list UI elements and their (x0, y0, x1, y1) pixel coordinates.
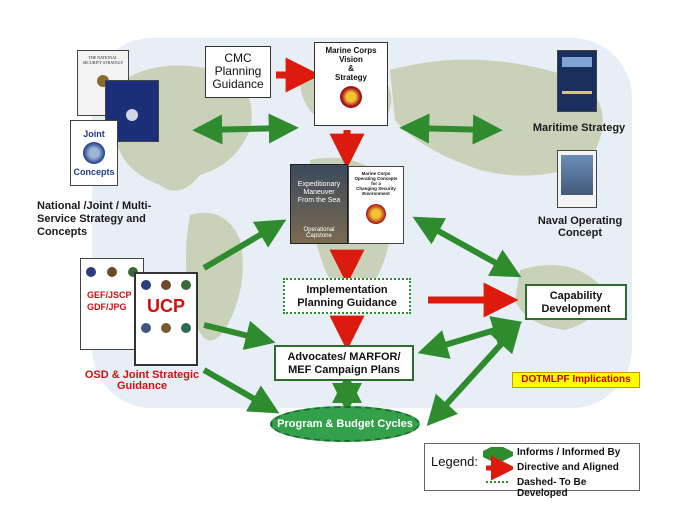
maritime-strategy-label: Maritime Strategy (532, 122, 626, 134)
military-strategy-seal-icon (126, 109, 138, 121)
gef-seals-row (81, 267, 143, 277)
expeditionary-title: Expeditionary Maneuver From the Sea (297, 181, 341, 204)
ucp-title: UCP (146, 296, 185, 316)
capability-development-box: Capability Development (525, 284, 627, 320)
seal-icon (127, 267, 138, 277)
gef-text: GEF/JSCP GDF/JPG (87, 290, 132, 312)
vision-strategy-box: Marine Corps Vision & Strategy (314, 42, 388, 126)
naval-photos (561, 155, 593, 195)
seal-icon (86, 267, 97, 277)
implementation-planning-box: Implementation Planning Guidance (283, 278, 411, 314)
maritime-strategy-title-bar (562, 91, 592, 94)
operational-capstone-text: Operational Capstone (303, 227, 335, 239)
arrow-joint-vision (192, 113, 299, 145)
joint-seal-icon (83, 142, 105, 164)
maritime-strategy-seals (562, 57, 592, 67)
legend-informs-text: Informs / Informed By (517, 447, 621, 458)
expeditionary-maneuver-document: Expeditionary Maneuver From the Sea Oper… (290, 164, 348, 244)
joint-concepts-line1: Joint (83, 129, 105, 139)
seal-icon (161, 323, 171, 333)
mcoc-document: Marine Corps Operating Concepts for a Ch… (348, 166, 404, 244)
seal-icon (141, 323, 151, 333)
arrow-osd-to-program (202, 367, 280, 414)
legend-symbols (483, 447, 513, 483)
legend: Legend: Informs / Informed By Directive … (424, 443, 640, 499)
ucp-seals-top (136, 280, 196, 290)
dotmlpf-implications-label: DOTMLPF Implications (512, 372, 640, 388)
joint-concepts-line2: Concepts (73, 167, 115, 177)
osd-joint-label: OSD & Joint Strategic Guidance (84, 369, 200, 392)
mcoc-title: Marine Corps Operating Concepts for a Ch… (354, 171, 398, 196)
naval-operating-concept-label: Naval Operating Concept (537, 215, 623, 239)
vision-line4: Strategy (334, 73, 367, 82)
seal-icon (106, 267, 117, 277)
vision-line2: Vision (339, 55, 363, 64)
mcoc-emblem-icon (366, 204, 386, 224)
national-strategy-label: National /Joint / Multi- Service Strateg… (37, 200, 152, 238)
ucp-seals-bottom (136, 323, 196, 333)
arrow-program-capability (426, 322, 522, 426)
nss-title: THE NATIONAL SECURITY STRATEGY (82, 55, 124, 65)
gef-jscp-document: GEF/JSCP GDF/JPG (80, 258, 144, 350)
ucp-document: UCP (134, 272, 198, 366)
arrow-osd-to-concepts (202, 219, 287, 271)
joint-concepts-document: Joint Concepts (70, 120, 118, 186)
seal-icon (161, 280, 171, 290)
legend-dashed-text: Dashed- To Be Developed (517, 477, 587, 499)
usmc-emblem-icon (340, 86, 362, 108)
legend-title: Legend: (431, 454, 478, 469)
advocates-marfor-box: Advocates/ MARFOR/ MEF Campaign Plans (274, 345, 414, 381)
arrow-concepts-capability (412, 216, 522, 278)
seal-icon (181, 280, 191, 290)
map-south-america (186, 212, 243, 341)
cmc-planning-guidance-box: CMC Planning Guidance (205, 46, 271, 98)
maritime-strategy-document (557, 50, 597, 112)
vision-line1: Marine Corps (325, 46, 377, 55)
arrow-vision-maritime (399, 113, 503, 145)
program-budget-cycles-ellipse: Program & Budget Cycles (270, 406, 420, 442)
vision-line3: & (348, 64, 354, 73)
seal-icon (181, 323, 191, 333)
seal-icon (141, 280, 151, 290)
naval-operating-concept-document (557, 150, 597, 208)
arrow-osd-to-advocates (203, 320, 276, 350)
legend-directive-text: Directive and Aligned (517, 462, 619, 473)
